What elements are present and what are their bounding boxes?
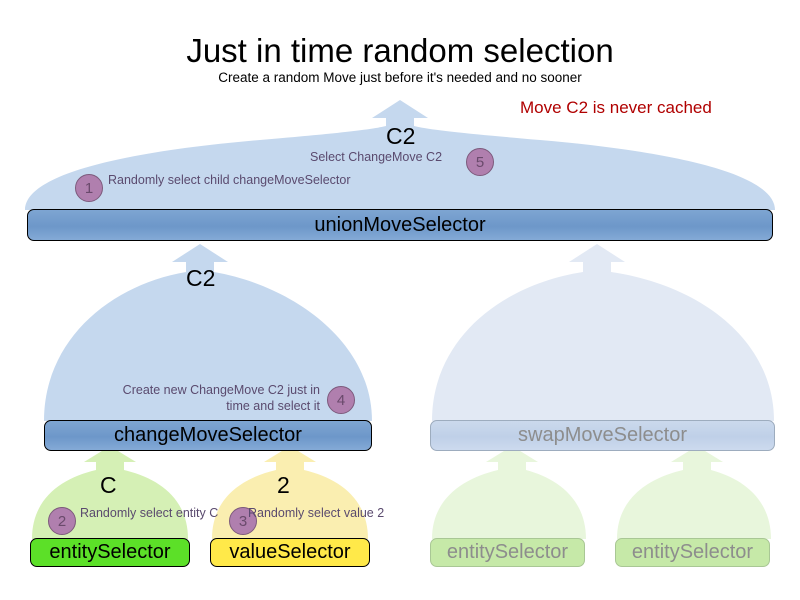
step-badge-1: 1 [75,174,103,202]
step-badge-5: 5 [466,148,494,176]
fan-entity-right-2-up [617,446,771,539]
arrow-label-entity-c: C [100,472,117,498]
step-text-4: Create new ChangeMove C2 just in time an… [122,383,320,413]
fan-entity-right-1-up [432,446,586,539]
step-text-5: Select ChangeMove C2 [310,150,443,164]
step-text-3: Randomly select value 2 [248,506,385,520]
arrow-label-c2-top: C2 [386,123,416,149]
node-union-move-selector[interactable]: unionMoveSelector [27,209,773,241]
fan-change-up [44,244,372,421]
node-entity-selector[interactable]: entitySelector [30,538,190,567]
page-subtitle: Create a random Move just before it's ne… [218,70,582,85]
fan-swap-up [432,244,774,421]
node-swap-move-selector[interactable]: swapMoveSelector [430,420,775,451]
node-change-move-selector[interactable]: changeMoveSelector [44,420,372,451]
fan-union-up [25,100,775,210]
page-title: Just in time random selection [186,32,614,69]
node-entity-selector-right-1[interactable]: entitySelector [430,538,585,567]
step-badge-3: 3 [229,507,257,535]
node-value-selector[interactable]: valueSelector [210,538,370,567]
node-entity-selector-right-2[interactable]: entitySelector [615,538,770,567]
step-text-1: Randomly select child changeMoveSelector [108,173,351,187]
arrow-label-value-2: 2 [277,472,290,498]
step-badge-4: 4 [327,386,355,414]
cache-note: Move C2 is never cached [520,98,712,117]
arrow-label-c2-mid: C2 [186,265,216,291]
step-badge-2: 2 [48,507,76,535]
step-text-2: Randomly select entity C [80,506,219,520]
